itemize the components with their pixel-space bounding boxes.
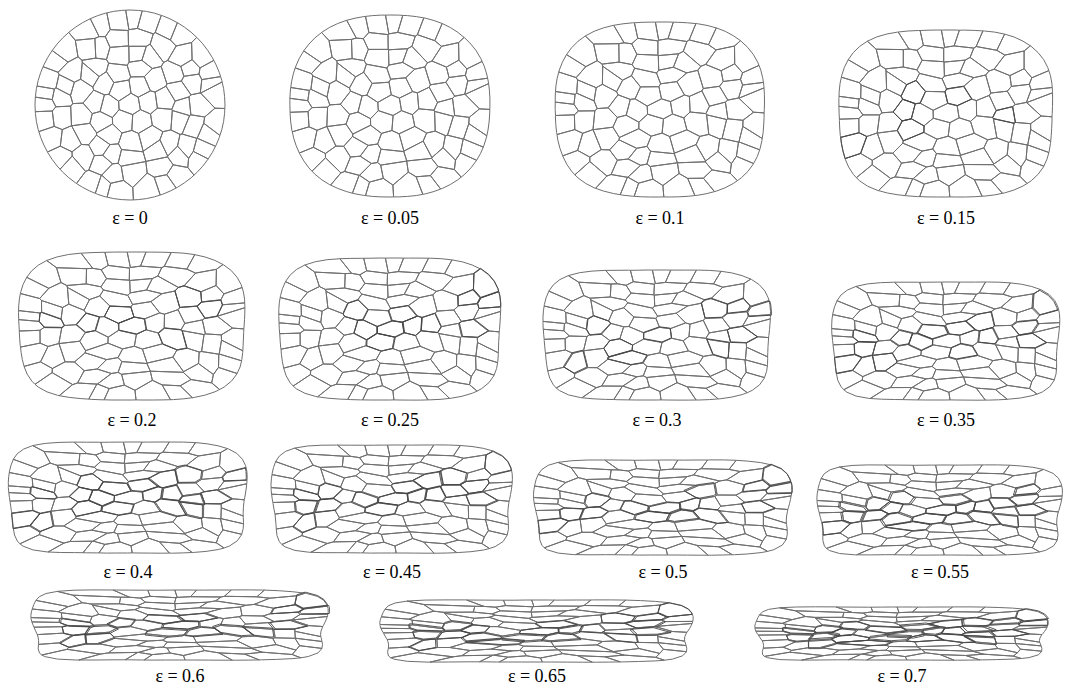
crack-lines — [835, 290, 1058, 373]
crack-lines — [782, 609, 1048, 649]
cell-aggregate — [839, 30, 1053, 197]
cell-aggregate — [543, 270, 771, 400]
cell-outline — [817, 465, 1063, 555]
cell-aggregate — [271, 445, 512, 553]
cell-outline — [35, 10, 225, 200]
crack-lines — [538, 464, 793, 533]
cell-outline — [19, 252, 245, 400]
cell-outline — [31, 590, 328, 660]
crack-lines — [12, 465, 247, 532]
cell-outline — [290, 15, 490, 197]
cell-aggregate — [755, 607, 1049, 660]
crack-lines — [343, 268, 501, 351]
cell-aggregate — [832, 282, 1060, 400]
cell-aggregate — [8, 442, 247, 553]
strain-label: ε = 0.1 — [635, 207, 684, 229]
strain-label: ε = 0.65 — [508, 665, 566, 687]
strain-label: ε = 0.45 — [363, 561, 421, 583]
strain-label: ε = 0.4 — [103, 561, 152, 583]
strain-label: ε = 0.05 — [361, 207, 419, 229]
cell-aggregate — [279, 258, 501, 400]
strain-label: ε = 0.2 — [107, 409, 156, 431]
cell-outline — [8, 442, 247, 553]
cell-outline — [271, 445, 512, 553]
cell-aggregate — [35, 10, 225, 200]
crack-lines — [841, 81, 1016, 159]
cell-aggregate — [290, 15, 490, 197]
strain-label: ε = 0.6 — [155, 665, 204, 687]
strain-label: ε = 0.15 — [917, 207, 975, 229]
crack-lines — [563, 298, 771, 373]
crack-lines — [408, 603, 692, 651]
strain-label: ε = 0 — [112, 207, 148, 229]
cell-outline — [839, 30, 1053, 197]
strain-label: ε = 0.5 — [638, 561, 687, 583]
strain-label: ε = 0.35 — [917, 409, 975, 431]
crack-lines — [822, 484, 1048, 535]
crack-lines — [60, 592, 330, 647]
strain-label: ε = 0.3 — [632, 409, 681, 431]
crack-lines — [39, 286, 222, 350]
cell-outline — [534, 460, 792, 555]
cell-aggregate — [534, 460, 793, 555]
cell-aggregate — [817, 465, 1063, 555]
cell-aggregate — [31, 590, 330, 660]
cell-outline — [380, 600, 693, 662]
cell-outline — [555, 22, 764, 197]
cell-outline — [832, 282, 1060, 400]
cell-outline — [279, 258, 501, 400]
strain-label: ε = 0.25 — [361, 409, 419, 431]
cell-outline — [543, 270, 771, 400]
crack-lines — [293, 452, 512, 534]
cell-aggregate — [19, 252, 245, 400]
cell-aggregate — [380, 600, 693, 662]
strain-label: ε = 0.55 — [911, 561, 969, 583]
strain-label: ε = 0.7 — [877, 665, 926, 687]
cell-aggregate — [555, 22, 764, 197]
cell-outline — [755, 607, 1048, 660]
